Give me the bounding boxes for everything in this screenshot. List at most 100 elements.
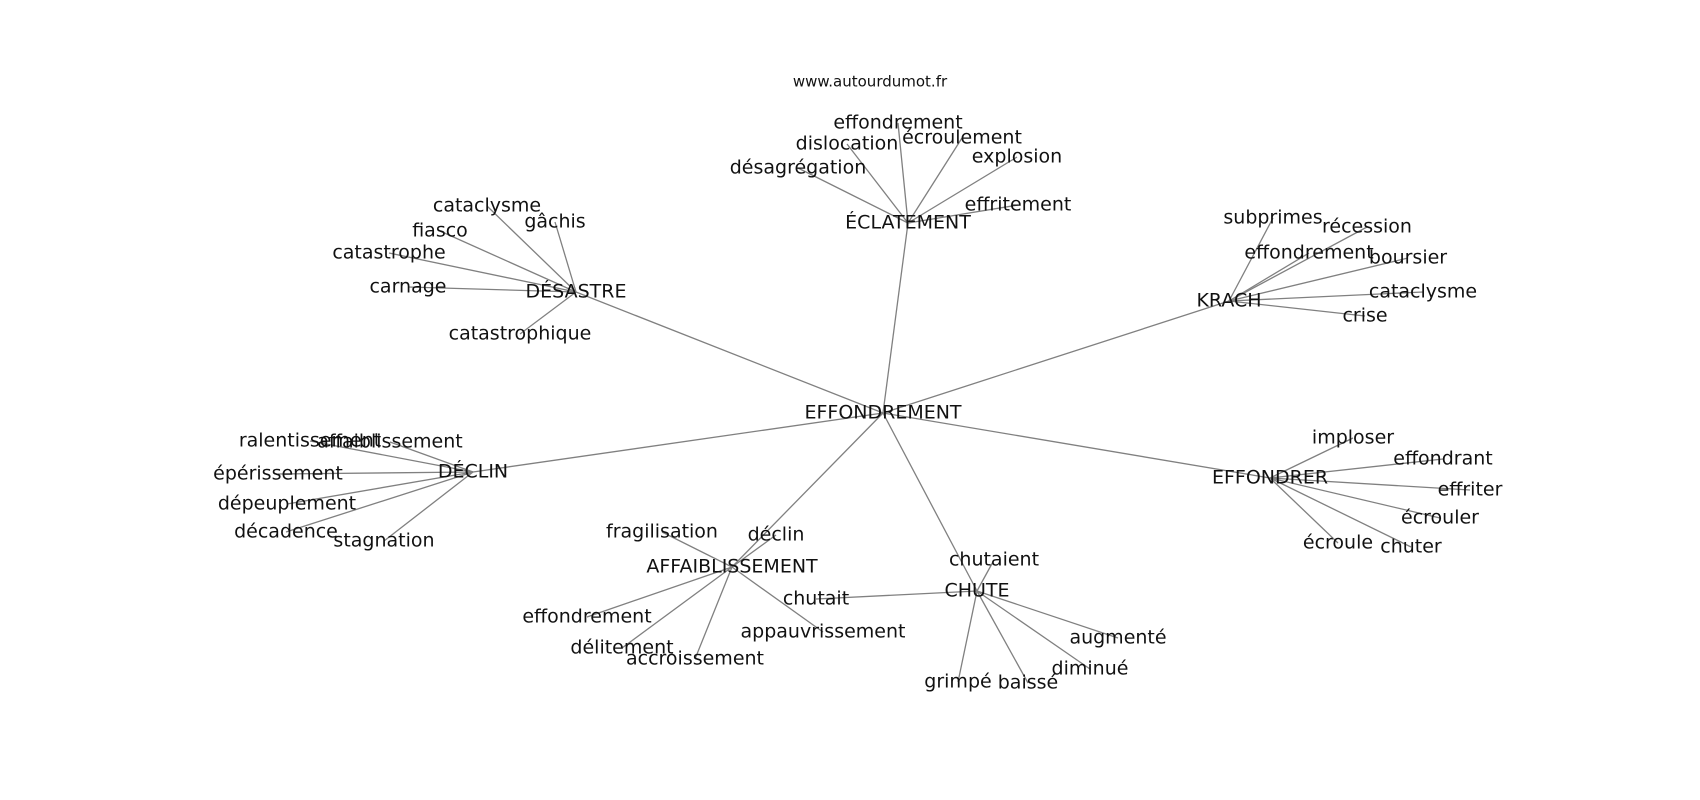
leaf-node-gachis[interactable]: gâchis (524, 211, 585, 233)
label-layer: EFFONDREMENTÉCLATEMENTeffondrementdisloc… (213, 112, 1502, 694)
edge-chute-baisse (976, 590, 1029, 684)
edge-root-effondrer (882, 412, 1271, 479)
hub-node-desastre[interactable]: DÉSASTRE (526, 280, 627, 303)
leaf-node-cataclysme[interactable]: cataclysme (433, 195, 541, 217)
edge-krach-cataclysme (1228, 291, 1424, 302)
leaf-node-explosion[interactable]: explosion (972, 146, 1062, 168)
leaf-node-fragilisation[interactable]: fragilisation (606, 521, 718, 543)
leaf-node-effondrement[interactable]: effondrement (833, 112, 962, 134)
leaf-node-cataclysme[interactable]: cataclysme (1369, 281, 1477, 303)
edge-declin-eperissement (277, 471, 474, 475)
leaf-node-effondrement[interactable]: effondrement (1244, 242, 1373, 264)
root-node-label[interactable]: EFFONDREMENT (804, 402, 961, 424)
leaf-node-catastrophe[interactable]: catastrophe (332, 242, 445, 264)
edge-desastre-carnage (407, 286, 577, 293)
leaf-node-fiasco[interactable]: fiasco (412, 220, 468, 242)
leaf-node-chutait[interactable]: chutait (783, 588, 849, 610)
edge-root-eclatement (882, 222, 909, 414)
leaf-node-recession[interactable]: récession (1322, 216, 1412, 238)
leaf-node-depeuplement[interactable]: dépeuplement (218, 493, 356, 515)
edge-eclatement-effondrement (897, 122, 909, 224)
leaf-node-declin[interactable]: déclin (748, 524, 805, 546)
leaf-node-affaiblissement[interactable]: affaiblissement (317, 431, 462, 453)
leaf-node-ecroule[interactable]: écroule (1303, 532, 1373, 554)
leaf-node-accroissement[interactable]: accroissement (626, 648, 764, 670)
leaf-node-appauvrissement[interactable]: appauvrissement (741, 621, 906, 643)
leaf-node-effondrant[interactable]: effondrant (1393, 448, 1492, 470)
edge-declin-depeuplement (286, 471, 474, 505)
edge-eclatement-effritement (907, 204, 1019, 224)
edge-affaiblissement-delitement (621, 566, 733, 649)
edge-desastre-fiasco (439, 230, 577, 293)
edge-affaiblissement-fragilisation (661, 531, 733, 568)
leaf-node-imploser[interactable]: imploser (1312, 427, 1394, 449)
leaf-node-chutaient[interactable]: chutaient (949, 549, 1039, 571)
leaf-node-eperissement[interactable]: épérissement (213, 463, 343, 485)
edge-effondrer-effondrant (1269, 458, 1444, 479)
leaf-node-augmente[interactable]: augmenté (1069, 627, 1166, 649)
edge-desastre-catastrophe (388, 252, 577, 293)
edge-desastre-gachis (554, 221, 577, 293)
edge-affaiblissement-declin (731, 534, 777, 568)
hub-node-eclatement[interactable]: ÉCLATEMENT (845, 211, 971, 234)
leaf-node-decadence[interactable]: décadence (234, 521, 338, 543)
leaf-node-desagregation[interactable]: désagrégation (730, 157, 867, 179)
leaf-node-effriter[interactable]: effriter (1438, 479, 1503, 501)
edge-root-desastre (575, 291, 884, 414)
edge-chute-chutaient (976, 559, 995, 592)
leaf-node-boursier[interactable]: boursier (1369, 247, 1447, 269)
edge-root-declin (472, 412, 884, 473)
edge-declin-decadence (285, 471, 474, 533)
edge-krach-boursier (1228, 257, 1409, 302)
edge-effondrer-ecroule (1269, 477, 1339, 544)
edge-krach-effondrement (1228, 252, 1310, 302)
edge-affaiblissement-accroissement (694, 566, 733, 660)
leaf-node-ecroulement[interactable]: écroulement (902, 127, 1022, 149)
leaf-node-delitement[interactable]: délitement (570, 637, 673, 659)
leaf-node-stagnation[interactable]: stagnation (333, 530, 434, 552)
hub-node-affaiblissement[interactable]: AFFAIBLISSEMENT (646, 556, 818, 578)
leaf-node-chuter[interactable]: chuter (1380, 536, 1442, 558)
edge-declin-stagnation (383, 471, 474, 542)
edge-krach-subprimes (1228, 217, 1274, 302)
edge-root-affaiblissement (731, 412, 884, 568)
leaf-node-ralentissement[interactable]: ralentissement (239, 430, 381, 452)
edge-eclatement-ecroulement (907, 137, 963, 224)
edge-krach-crise (1228, 300, 1366, 317)
edge-krach-recession (1228, 226, 1368, 302)
edge-chute-grimpe (957, 590, 978, 683)
edge-eclatement-dislocation (846, 143, 909, 224)
leaf-node-diminue[interactable]: diminué (1052, 658, 1129, 680)
edge-desastre-cataclysme (486, 205, 577, 293)
edge-effondrer-ecrouler (1269, 477, 1441, 519)
leaf-node-effondrement[interactable]: effondrement (522, 606, 651, 628)
leaf-node-ecrouler[interactable]: écrouler (1401, 507, 1479, 529)
edge-root-krach (882, 300, 1230, 414)
edge-effondrer-imploser (1269, 437, 1354, 479)
hub-node-declin[interactable]: DÉCLIN (438, 460, 508, 483)
leaf-node-subprimes[interactable]: subprimes (1223, 207, 1322, 229)
edge-chute-diminue (976, 590, 1091, 670)
leaf-node-baisse[interactable]: baissé (998, 672, 1058, 694)
hub-node-krach[interactable]: KRACH (1196, 290, 1261, 312)
edge-root-chute (882, 412, 978, 592)
leaf-node-carnage[interactable]: carnage (369, 276, 446, 298)
edge-affaiblissement-appauvrissement (731, 566, 824, 633)
edge-declin-affaiblissement (389, 441, 474, 473)
source-watermark: www.autourdumot.fr (793, 73, 948, 91)
leaf-node-grimpe[interactable]: grimpé (924, 671, 991, 693)
hub-node-chute[interactable]: CHUTE (944, 580, 1009, 602)
edge-affaiblissement-effondrement (586, 566, 733, 618)
edge-chute-augmente (976, 590, 1119, 639)
edge-desastre-catastrophique (519, 291, 577, 335)
hub-node-effondrer[interactable]: EFFONDRER (1212, 467, 1328, 489)
edge-eclatement-explosion (907, 156, 1018, 224)
leaf-node-catastrophique[interactable]: catastrophique (449, 323, 592, 345)
edge-effondrer-chuter (1269, 477, 1412, 548)
edge-declin-ralentissement (309, 440, 474, 473)
edge-chute-chutait (815, 590, 978, 600)
leaf-node-effritement[interactable]: effritement (965, 194, 1072, 216)
leaf-node-dislocation[interactable]: dislocation (796, 133, 899, 155)
leaf-node-crise[interactable]: crise (1342, 305, 1387, 327)
